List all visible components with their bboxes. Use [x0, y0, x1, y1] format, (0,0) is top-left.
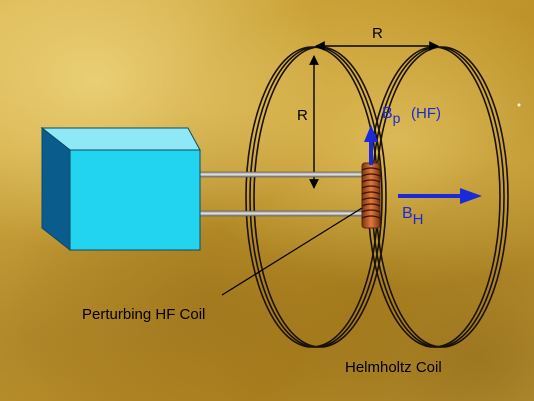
bp-main: B [382, 105, 393, 122]
box-front-face [69, 149, 201, 251]
bp-field-arrow [364, 125, 378, 165]
radius-label-left: R [297, 107, 308, 124]
bh-field-arrow [398, 188, 482, 204]
rf-generator-box [40, 126, 201, 252]
perturbing-coil-label: Perturbing HF Coil [82, 306, 205, 323]
bp-label: Bp [382, 105, 401, 126]
bh-subscript: H [413, 211, 424, 228]
bh-main: B [402, 205, 413, 222]
perturbing-hf-coil [361, 162, 381, 229]
perturbing-coil-leader [221, 207, 363, 296]
sparkle-dot [517, 103, 521, 107]
bh-label: BH [402, 205, 424, 228]
bp-hf-label: (HF) [411, 105, 441, 122]
bp-subscript: p [393, 110, 401, 126]
connecting-rods [196, 171, 364, 217]
helmholtz-coil-label: Helmholtz Coil [345, 359, 442, 376]
radius-label-top: R [372, 25, 383, 42]
box-side-face [41, 126, 71, 252]
